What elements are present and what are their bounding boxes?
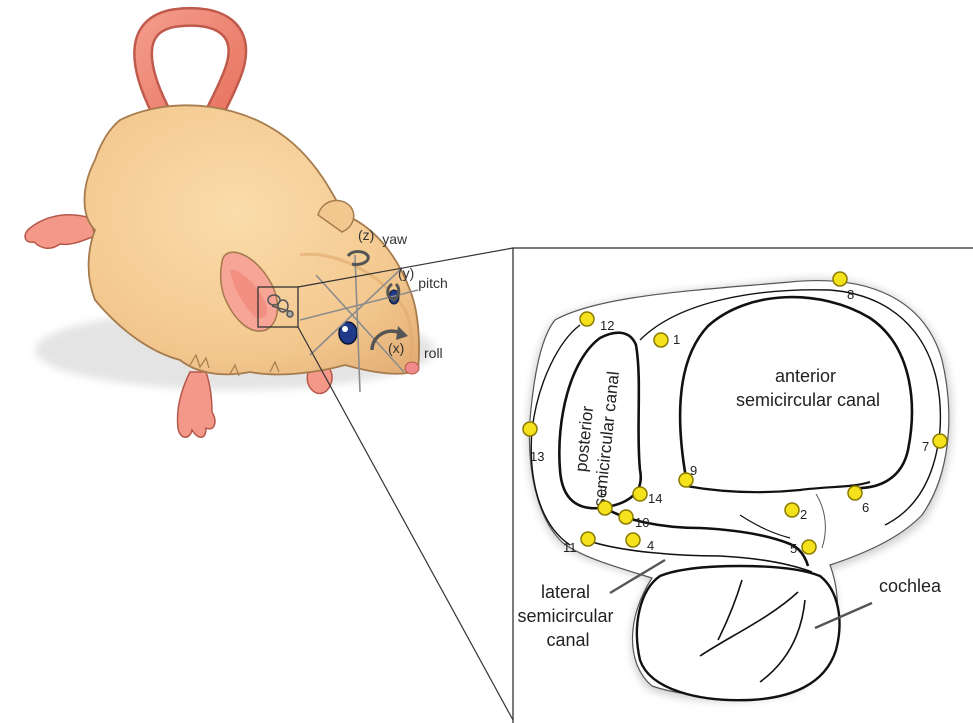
point-marker bbox=[626, 533, 640, 547]
point-marker bbox=[598, 501, 612, 515]
point-marker bbox=[523, 422, 537, 436]
point-label: 7 bbox=[922, 439, 929, 454]
point-label: 10 bbox=[635, 515, 649, 530]
point-marker bbox=[581, 532, 595, 546]
mouse-nose bbox=[405, 362, 419, 374]
point-marker bbox=[633, 487, 647, 501]
point-label: 14 bbox=[648, 491, 662, 506]
point-label: 4 bbox=[647, 538, 654, 553]
point-marker bbox=[833, 272, 847, 286]
point-label: 6 bbox=[862, 500, 869, 515]
point-label: 5 bbox=[790, 541, 797, 556]
point-label: 13 bbox=[530, 449, 544, 464]
point-label: 3 bbox=[600, 483, 607, 498]
point-marker bbox=[933, 434, 947, 448]
point-marker bbox=[619, 510, 633, 524]
point-label: 2 bbox=[800, 507, 807, 522]
point-marker bbox=[802, 540, 816, 554]
point-label: 9 bbox=[690, 463, 697, 478]
point-marker bbox=[580, 312, 594, 326]
cochlea-label: cochlea bbox=[879, 576, 942, 596]
point-marker bbox=[654, 333, 668, 347]
point-marker bbox=[848, 486, 862, 500]
point-label: 1 bbox=[673, 332, 680, 347]
point-label: 8 bbox=[847, 287, 854, 302]
point-marker bbox=[785, 503, 799, 517]
mouse-foot-back-left bbox=[25, 215, 95, 248]
point-label: 12 bbox=[600, 318, 614, 333]
point-label: 11 bbox=[563, 540, 577, 555]
